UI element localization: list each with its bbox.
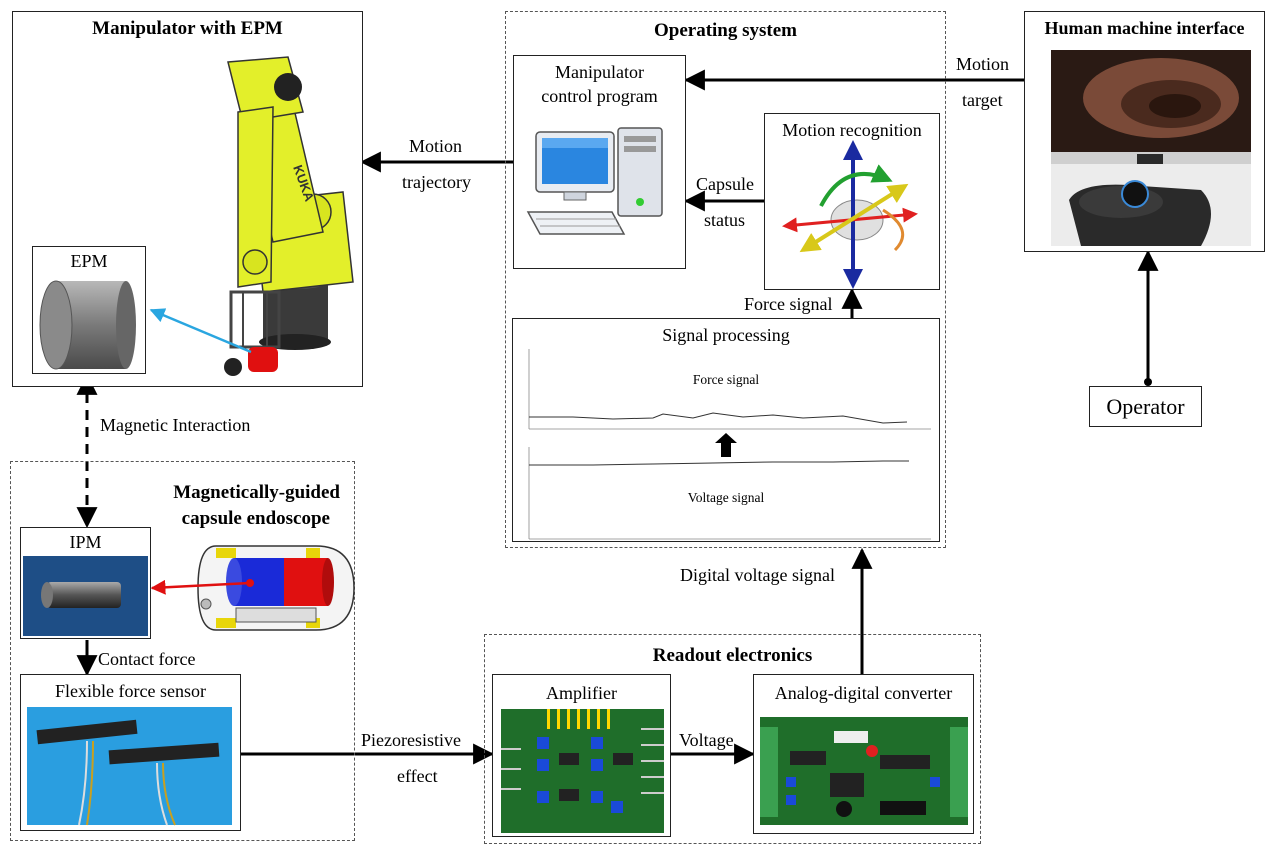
piezoresistive-label-1: Piezoresistive xyxy=(361,730,461,750)
ipm-photo xyxy=(23,556,148,636)
epm-cylinder-image xyxy=(39,280,136,370)
motion-recognition-label: Motion recognition xyxy=(782,120,922,140)
control-program-box: Manipulator control program xyxy=(513,55,686,269)
operator-box: Operator xyxy=(1089,386,1202,427)
force-sensor-label: Flexible force sensor xyxy=(55,681,206,701)
capsule-title-2: capsule endoscope xyxy=(181,508,330,529)
computer-icon xyxy=(526,127,663,235)
amplifier-box: Amplifier xyxy=(492,674,671,837)
digital-voltage-label: Digital voltage signal xyxy=(680,565,835,585)
amplifier-label: Amplifier xyxy=(546,683,617,703)
motion-trajectory-label-2: trajectory xyxy=(402,172,471,192)
processing-up-arrow xyxy=(715,433,737,457)
capsule-status-label-2: status xyxy=(704,210,746,230)
manipulator-title: Manipulator with EPM xyxy=(92,18,283,39)
adc-label: Analog-digital converter xyxy=(774,683,953,703)
hmi-panel: Human machine interface xyxy=(1024,11,1265,252)
motion-trajectory-label-1: Motion xyxy=(409,136,463,156)
kuka-robot-image: KUKA xyxy=(224,56,354,376)
piezoresistive-label-2: effect xyxy=(397,766,438,786)
capsule-status-label-1: Capsule xyxy=(696,174,754,194)
control-program-label-1: Manipulator xyxy=(555,62,644,82)
capsule-panel: Magnetically-guided capsule endoscope xyxy=(10,461,355,841)
motion-recognition-box: Motion recognition xyxy=(764,113,940,290)
control-program-label-2: control program xyxy=(541,86,658,106)
contact-force-label: Contact force xyxy=(98,649,196,669)
magnetic-interaction-label: Magnetic Interaction xyxy=(100,415,251,435)
force-sensor-photo xyxy=(27,707,232,826)
ipm-label: IPM xyxy=(69,532,102,552)
force-signal-chart-label: Force signal xyxy=(692,372,760,387)
ipm-box: IPM xyxy=(20,527,151,639)
capsule-section-image xyxy=(197,545,355,631)
epm-inset: EPM xyxy=(32,246,146,374)
force-signal-label: Force signal xyxy=(744,294,833,314)
readout-title: Readout electronics xyxy=(652,645,813,666)
motion-target-label-1: Motion xyxy=(956,54,1010,74)
hmi-title: Human machine interface xyxy=(1044,18,1245,38)
force-sensor-box: Flexible force sensor xyxy=(20,674,241,831)
voltage-signal-trace xyxy=(529,460,909,466)
amplifier-photo xyxy=(501,709,664,833)
adc-photo xyxy=(760,717,968,825)
operator-label: Operator xyxy=(1106,394,1185,419)
epm-label: EPM xyxy=(70,251,108,271)
epm-pointer-arrow xyxy=(149,308,252,354)
adc-box: Analog-digital converter xyxy=(753,674,974,834)
operator-dot xyxy=(1144,378,1152,386)
manipulator-panel: Manipulator with EPM KUKA EPM xyxy=(12,11,363,387)
voltage-signal-chart-label: Voltage signal xyxy=(687,490,765,505)
signal-plots xyxy=(528,349,931,540)
signal-processing-label: Signal processing xyxy=(662,325,790,345)
motion-target-label-2: target xyxy=(962,90,1003,110)
force-signal-trace xyxy=(529,412,908,424)
operating-system-title: Operating system xyxy=(653,20,797,41)
motion-axes-icon xyxy=(782,140,918,289)
hmi-photo xyxy=(1051,50,1251,246)
voltage-label: Voltage xyxy=(679,730,734,750)
signal-processing-box: Signal processing Force signal Voltage s… xyxy=(512,318,940,542)
readout-panel: Readout electronics xyxy=(484,634,981,844)
capsule-title-1: Magnetically-guided xyxy=(173,482,340,503)
operating-system-panel: Operating system xyxy=(505,11,946,548)
